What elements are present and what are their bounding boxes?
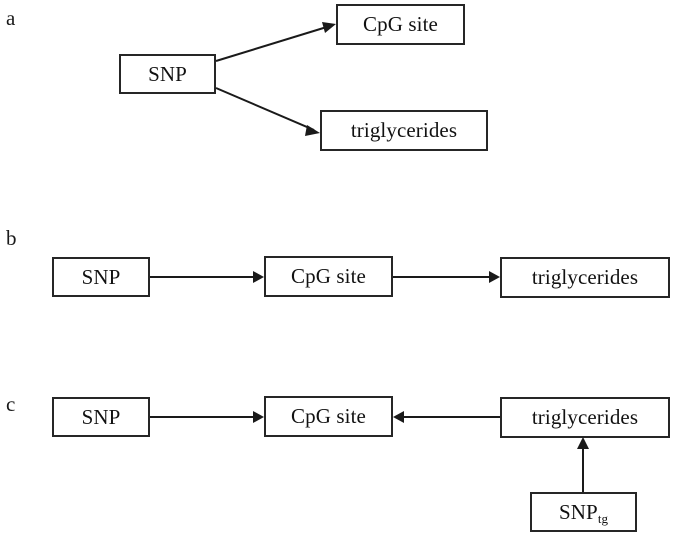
- panel-b-node-cpg-site-label: CpG site: [291, 264, 366, 288]
- panel-c-edge-triglycerides-to-cpg: [393, 411, 500, 423]
- panel-c-node-triglycerides: triglycerides: [500, 397, 670, 438]
- panel-b-node-snp: SNP: [52, 257, 150, 297]
- panel-c-edge-snp-to-cpg: [150, 411, 264, 423]
- panel-c-node-snp-tg-subscript: tg: [597, 510, 608, 526]
- panel-b-node-snp-label: SNP: [81, 264, 121, 289]
- panel-c-node-snp-label: SNP: [81, 404, 121, 429]
- panel-a-node-snp-label: SNP: [148, 61, 187, 86]
- panel-a-edge-snp-to-triglycerides: [215, 87, 320, 136]
- panel-b-edge-snp-to-cpg: [150, 271, 264, 283]
- panel-b-edge-cpg-to-triglycerides: [393, 271, 500, 283]
- panel-a-node-triglycerides: triglycerides: [320, 110, 488, 151]
- panel-a-node-snp: SNP: [119, 54, 216, 94]
- panel-a-node-triglycerides-label: triglycerides: [350, 118, 458, 142]
- panel-c-node-snp-tg-label: SNPtg: [559, 499, 608, 526]
- panel-c-node-snp-tg-base: SNP: [559, 499, 598, 524]
- panel-label-b: b: [6, 226, 17, 250]
- panel-b-node-cpg-site: CpG site: [264, 256, 393, 297]
- panel-a-node-cpg-site: CpG site: [336, 4, 465, 45]
- panel-c-node-snp: SNP: [52, 397, 150, 437]
- panel-c-node-snp-tg: SNPtg: [530, 492, 637, 532]
- panel-b-node-triglycerides-label: triglycerides: [531, 265, 639, 289]
- panel-c-node-cpg-site-label: CpG site: [291, 404, 366, 428]
- panel-a-edge-snp-to-cpg: [215, 22, 336, 62]
- panel-label-a: a: [6, 6, 16, 30]
- panel-a-node-cpg-site-label: CpG site: [363, 12, 438, 36]
- panel-c-node-triglycerides-label: triglycerides: [531, 405, 639, 429]
- panel-label-c: c: [6, 392, 16, 416]
- panel-b-node-triglycerides: triglycerides: [500, 257, 670, 298]
- panel-c-edge-snptg-to-triglycerides: [577, 437, 589, 492]
- panel-c-node-cpg-site: CpG site: [264, 396, 393, 437]
